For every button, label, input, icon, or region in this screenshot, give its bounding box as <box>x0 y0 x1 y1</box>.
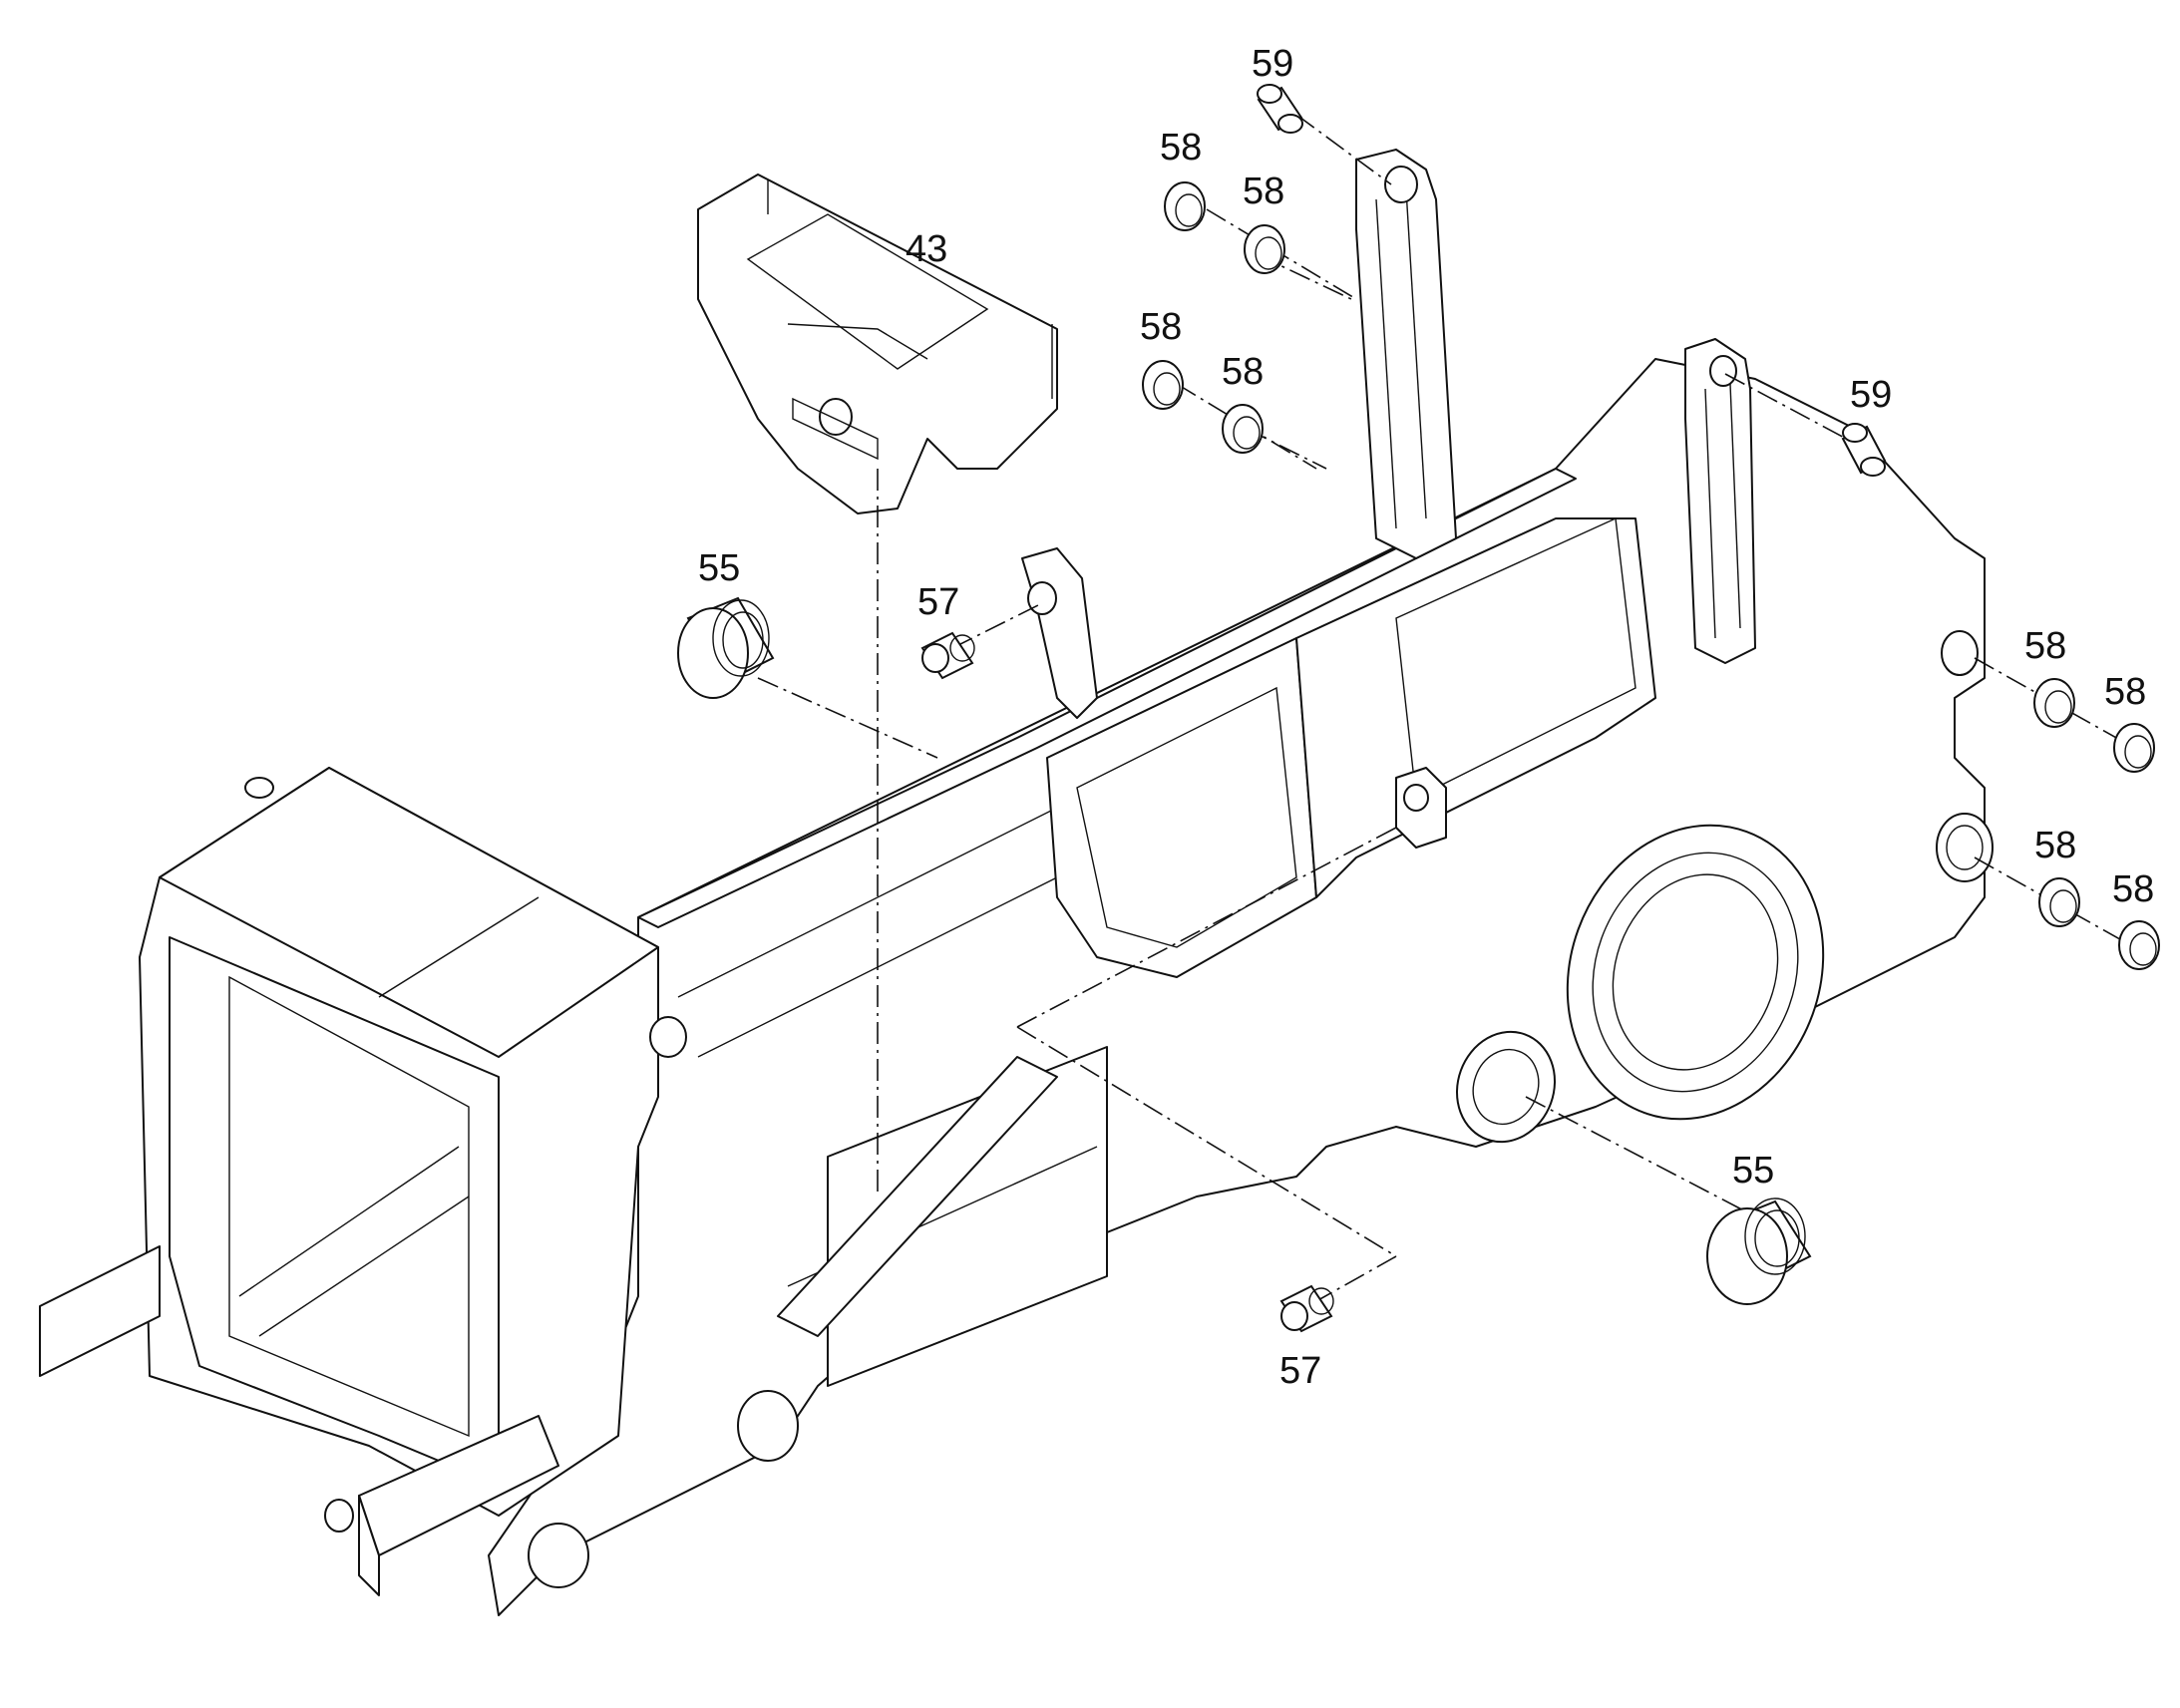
main-frame <box>488 358 1994 1616</box>
callout-58-a: 58 <box>1160 127 1202 169</box>
callout-55-lower: 55 <box>1732 1150 1774 1192</box>
ring-58-c <box>1142 360 1184 410</box>
callout-57-lower: 57 <box>1279 1350 1321 1392</box>
bracket-center <box>1021 547 1447 849</box>
callout-labels: 59 59 58 58 58 58 58 58 58 58 43 55 55 5… <box>698 43 2154 1392</box>
callout-58-e: 58 <box>2024 625 2066 667</box>
bushing-59-right <box>1841 423 1887 477</box>
ring-58-b <box>1244 224 1285 274</box>
callout-58-b: 58 <box>1243 171 1284 212</box>
bushings <box>677 84 2160 1333</box>
callout-58-g: 58 <box>2034 825 2076 866</box>
front-cage <box>39 767 687 1596</box>
ring-55-lower <box>1706 1197 1812 1305</box>
callout-59-top: 59 <box>1252 43 1293 85</box>
ring-55-upper <box>677 596 775 699</box>
ring-58-g <box>2038 877 2080 927</box>
right-tower <box>1684 338 1756 664</box>
pin-57-upper <box>920 631 975 680</box>
callout-43: 43 <box>906 228 947 270</box>
left-tower <box>1355 149 1457 559</box>
bushing-59-top <box>1257 84 1303 134</box>
callout-58-c: 58 <box>1140 306 1182 348</box>
pin-57-lower <box>1279 1284 1334 1333</box>
ring-58-e <box>2033 678 2075 728</box>
callout-55-upper: 55 <box>698 547 740 589</box>
callout-59-right: 59 <box>1850 374 1892 416</box>
part-43-bracket <box>697 173 1058 514</box>
callout-58-f: 58 <box>2104 671 2146 713</box>
callout-57-upper: 57 <box>917 581 959 623</box>
callout-58-h: 58 <box>2112 868 2154 910</box>
ring-58-f <box>2113 723 2155 773</box>
callout-58-d: 58 <box>1222 351 1264 393</box>
ring-58-d <box>1222 404 1264 454</box>
ring-58-h <box>2118 920 2160 970</box>
ring-58-a <box>1164 181 1206 231</box>
